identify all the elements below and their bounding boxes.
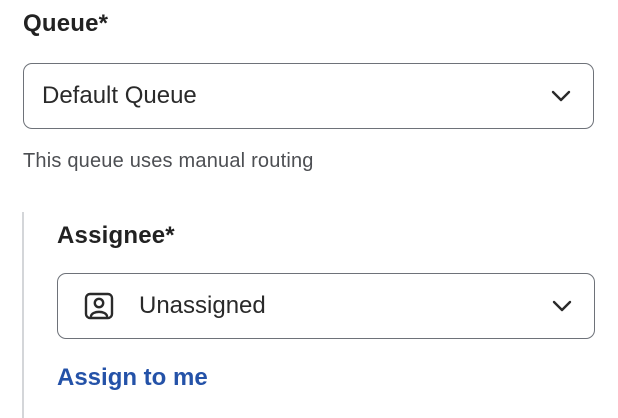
queue-label: Queue* bbox=[23, 10, 109, 37]
assign-to-me-link[interactable]: Assign to me bbox=[57, 364, 208, 391]
queue-helper-text: This queue uses manual routing bbox=[23, 150, 314, 172]
chevron-down-icon bbox=[551, 90, 571, 102]
assignee-label: Assignee* bbox=[57, 222, 175, 249]
chevron-down-icon bbox=[552, 300, 572, 312]
nested-section-divider bbox=[22, 212, 24, 418]
queue-selected-value: Default Queue bbox=[42, 82, 197, 109]
assignee-select[interactable]: Unassigned bbox=[57, 273, 595, 339]
queue-select[interactable]: Default Queue bbox=[23, 63, 594, 129]
assignee-selected-value: Unassigned bbox=[139, 292, 266, 319]
user-badge-icon bbox=[84, 292, 114, 320]
